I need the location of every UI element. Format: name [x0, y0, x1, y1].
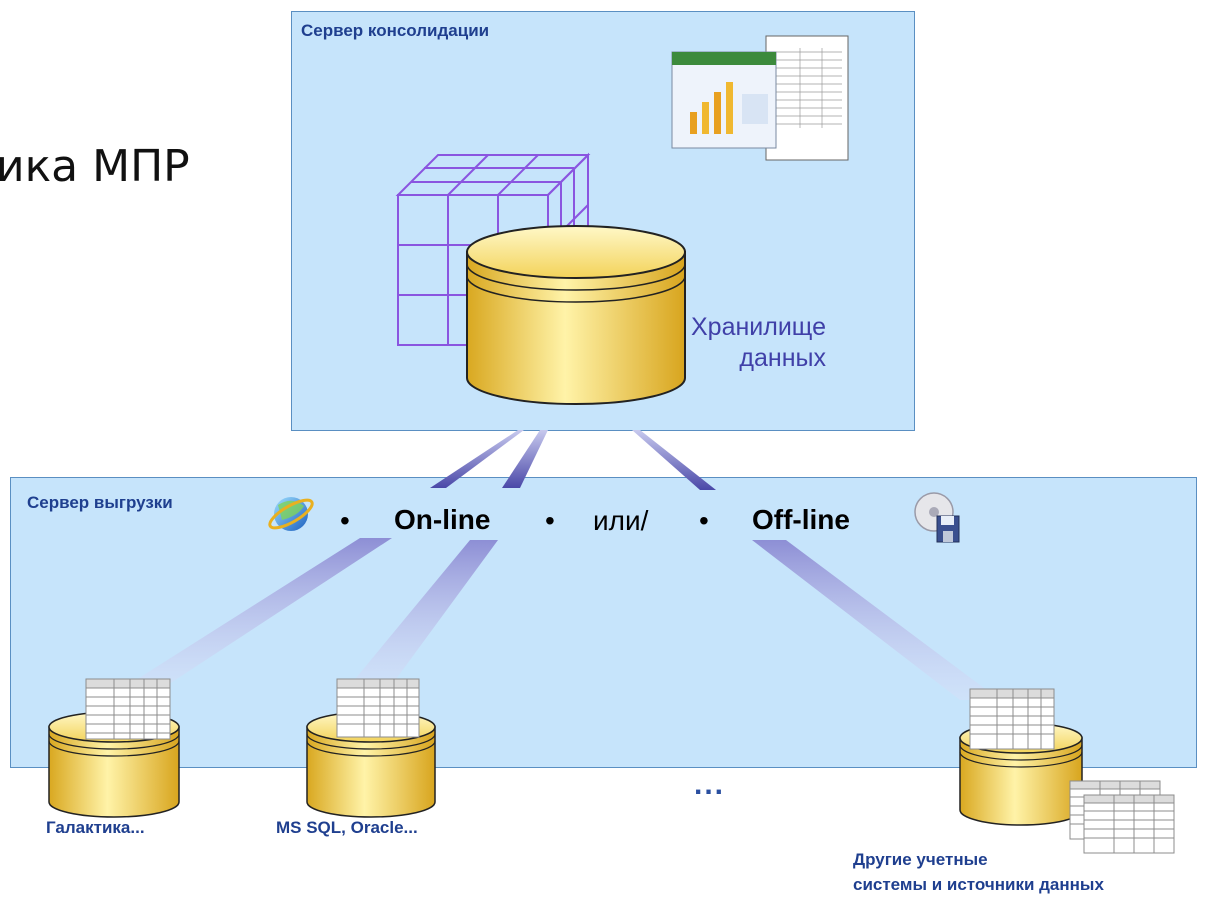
online-label: On-line: [394, 504, 491, 535]
warehouse-label: Хранилище данных: [684, 312, 826, 374]
source-label-mssql-oracle: MS SQL, Oracle...: [276, 818, 418, 837]
source-label-galaktika: Галактика...: [46, 818, 145, 837]
or-label: или/: [593, 505, 649, 536]
table-icon: [1069, 780, 1175, 854]
warehouse-database-icon: [466, 225, 686, 405]
table-icon: [969, 688, 1055, 750]
warehouse-label-line2: данных: [739, 344, 826, 372]
report-icon: [671, 35, 849, 161]
ellipsis: ...: [694, 768, 726, 801]
warehouse-label-line1: Хранилище: [691, 313, 826, 341]
slide-title: ика МПР: [0, 141, 190, 192]
internet-explorer-icon: [268, 497, 314, 531]
export-server-label: Сервер выгрузки: [27, 493, 173, 512]
bullet-1: •: [340, 505, 350, 536]
table-icon: [85, 678, 171, 740]
source-label-other-line2: системы и источники данных: [853, 875, 1104, 894]
source-label-other-line1: Другие учетные: [853, 850, 988, 869]
bullet-3: •: [699, 505, 709, 536]
consolidation-server-label: Сервер консолидации: [301, 21, 490, 40]
table-icon: [336, 678, 420, 738]
disk-floppy-icon: [914, 492, 960, 543]
bullet-2: •: [545, 505, 555, 536]
offline-label: Off-line: [752, 504, 850, 535]
